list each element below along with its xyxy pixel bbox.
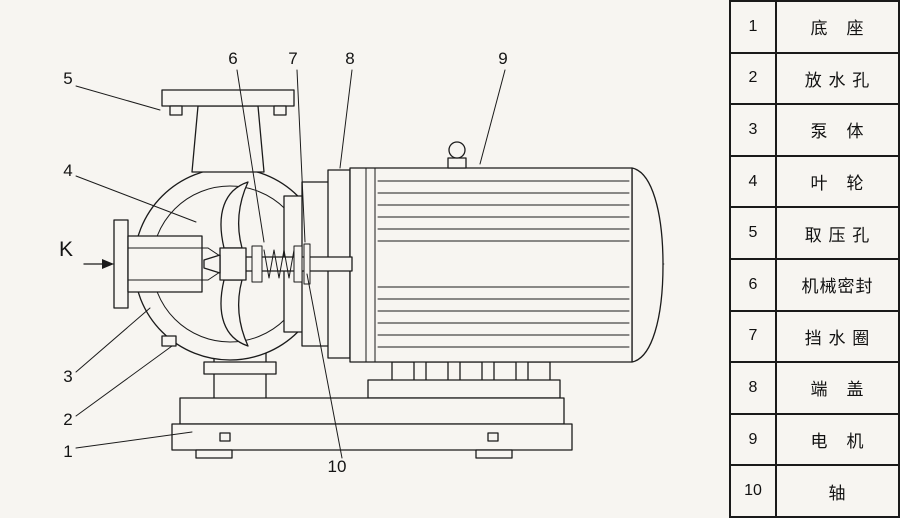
motor [349,141,664,363]
flow-label-k: K [59,238,73,261]
callout-4: 4 [63,161,72,180]
leader-lines [75,69,506,459]
callout-3: 3 [63,367,72,386]
table-row: 6 机械密封 [731,259,898,312]
callout-9: 9 [498,49,507,68]
impeller [203,181,249,347]
part-number: 4 [731,156,777,207]
table-row: 1 底 座 [731,2,898,54]
part-label: 泵 体 [810,122,865,142]
part-label: 机械密封 [801,277,874,297]
part-number: 1 [731,2,777,52]
part-number: 5 [731,208,777,258]
motor-support [367,361,561,399]
parts-table: 1 底 座 2 放 水 孔 3 泵 体 4 叶 轮 5 取 压 孔 6 机械密封… [729,0,900,518]
part-number: 9 [731,414,777,465]
eyebolt-icon [448,141,466,159]
base [171,397,573,459]
callout-7: 7 [288,49,297,68]
suction-inlet [113,219,221,309]
part-label: 放 水 孔 [804,70,871,90]
part-number: 7 [731,311,777,362]
table-row: 5 取 压 孔 [731,208,898,260]
part-number: 8 [731,363,777,413]
water-slinger [303,243,311,285]
eyebolt-base [447,157,467,169]
mechanical-seal [251,243,311,285]
part-number: 3 [731,105,777,155]
table-row: 8 端 盖 [731,363,898,415]
callout-10: 10 [328,457,347,476]
part-number: 2 [731,53,777,104]
part-label: 轴 [828,483,847,503]
callout-6: 6 [228,49,237,68]
callout-5: 5 [63,69,72,88]
cooling-fins [377,180,630,348]
table-row: 7 挡 水 圈 [731,311,898,364]
table-row: 10 轴 [731,466,898,516]
part-label: 端 盖 [810,380,865,400]
pump-assembly-drawing: 5 4 3 2 1 6 7 8 9 10 K [59,49,665,476]
callout-8: 8 [345,49,354,68]
callout-labels: 5 4 3 2 1 6 7 8 9 10 K [59,49,508,476]
seal-spring [263,249,295,279]
table-row: 3 泵 体 [731,105,898,157]
part-label: 取 压 孔 [804,225,871,245]
impeller-nut [203,254,221,274]
part-label: 叶 轮 [810,174,865,194]
table-row: 9 电 机 [731,414,898,467]
callout-1: 1 [63,442,72,461]
pump-drawing-panel: 5 4 3 2 1 6 7 8 9 10 K [59,49,665,476]
part-number: 6 [731,259,777,310]
pump-support [203,337,277,399]
table-row: 4 叶 轮 [731,156,898,209]
flow-arrow-icon [83,259,114,269]
table-row: 2 放 水 孔 [731,53,898,106]
part-number: 10 [731,466,777,516]
part-label: 电 机 [810,432,865,452]
callout-2: 2 [63,410,72,429]
part-label: 挡 水 圈 [804,328,871,348]
drain-hole [161,335,177,347]
part-label: 底 座 [810,19,865,39]
